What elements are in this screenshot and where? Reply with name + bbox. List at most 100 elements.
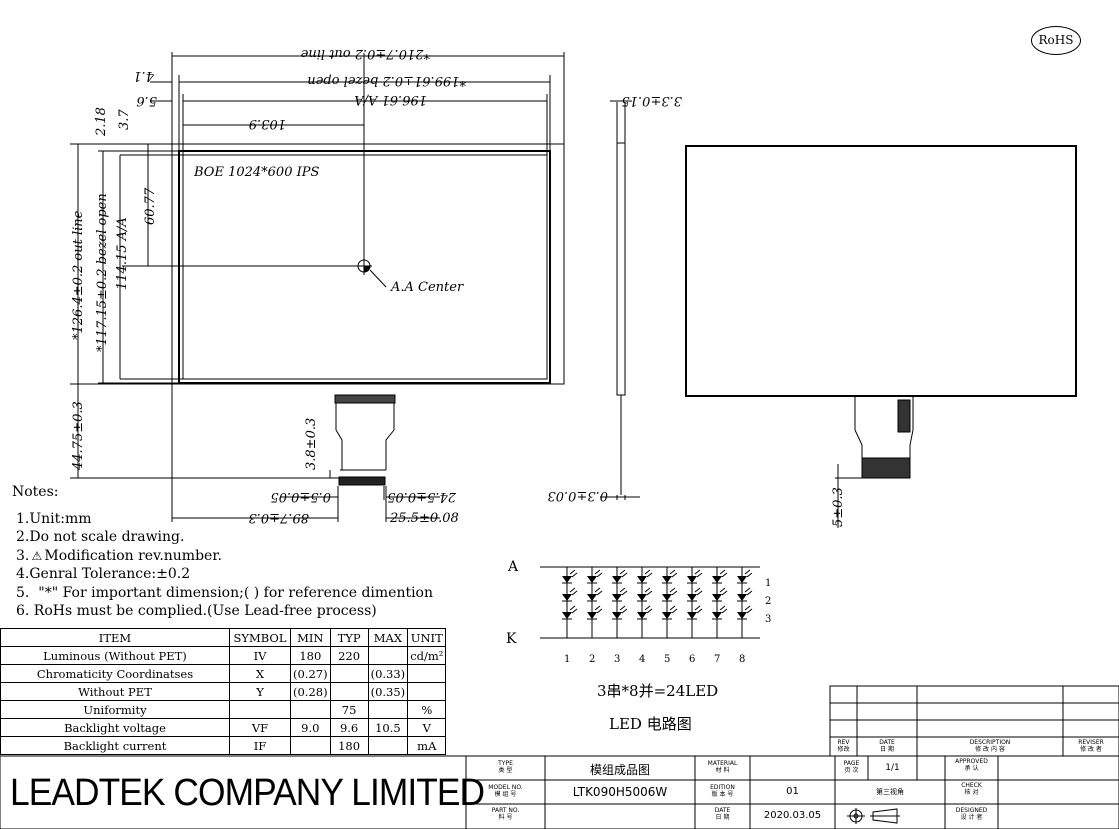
- led-row-label: 2: [765, 596, 771, 607]
- projection-label: 第三视角: [876, 788, 904, 796]
- led-diode-icon: [587, 594, 597, 601]
- spec-item: Uniformity: [0, 700, 230, 719]
- model-value: LTK090H5006W: [572, 785, 668, 799]
- led-emission-arrow: [569, 569, 578, 578]
- check-label: CHECK 核 对: [961, 782, 982, 796]
- dim-bezel-height: *117.15±0.2 bezel open: [95, 193, 110, 352]
- spec-typ: [329, 682, 369, 701]
- reviser-label: REVISER 修 改 者: [1078, 739, 1104, 753]
- led-emission-arrow: [619, 605, 628, 614]
- led-column-label: 6: [689, 654, 695, 665]
- spec-max: [367, 736, 409, 755]
- header-min: MIN: [290, 628, 331, 647]
- spec-item: Backlight current: [0, 736, 230, 755]
- led-diode-icon: [712, 576, 722, 583]
- approved-label: APPROVED 承 认: [955, 758, 988, 772]
- fpc-contacts: [338, 476, 386, 486]
- dim-fpc-length: 44.75±0.3: [71, 401, 86, 471]
- module-outline: [171, 143, 565, 385]
- led-column-label: 8: [739, 654, 745, 665]
- led-emission-arrow: [644, 605, 653, 614]
- dim-bezel-width: *199.61±0.2 bezel open: [307, 73, 466, 88]
- led-diode-icon: [662, 612, 672, 619]
- spec-symbol: X: [229, 664, 291, 683]
- spec-max: [367, 646, 409, 665]
- edition-label: EDITION 版 本 号: [710, 784, 735, 798]
- spec-typ: [329, 664, 369, 683]
- dim-stiffener: 5±0.3: [831, 487, 846, 527]
- spec-row: Backlight voltage VF 9.0 9.6 10.5 V: [0, 718, 447, 737]
- spec-header-row: ITEM SYMBOL MIN TYP MAX UNIT: [0, 628, 447, 647]
- aa-center-label: A.A Center: [390, 280, 464, 295]
- spec-unit: [407, 682, 447, 701]
- spec-table: ITEM SYMBOL MIN TYP MAX UNIT Luminous (W…: [0, 628, 447, 755]
- panel-label: BOE 1024*600 IPS: [193, 165, 319, 180]
- led-diode-icon: [637, 612, 647, 619]
- dim-aa-height: 114.15 A/A: [115, 217, 130, 290]
- spec-typ: 180: [329, 736, 369, 755]
- spec-unit: mA: [407, 736, 447, 755]
- spec-row: Uniformity 75 %: [0, 700, 447, 719]
- led-emission-arrow: [644, 587, 653, 596]
- led-diode-icon: [737, 576, 747, 583]
- led-column-label: 7: [714, 654, 720, 665]
- led-diode-icon: [562, 576, 572, 583]
- part-label: PART NO. 料 号: [491, 807, 520, 821]
- led-emission-arrow: [719, 569, 728, 578]
- spec-symbol: VF: [229, 718, 291, 737]
- model-label: MODEL NO. 模 组 号: [488, 784, 523, 798]
- dim-outline-height: *126.4±0.2 out line: [71, 210, 86, 340]
- led-diode-icon: [612, 612, 622, 619]
- led-diode-icon: [612, 594, 622, 601]
- note-6: 6. RoHs must be complied.(Use Lead-free …: [16, 603, 377, 619]
- spec-max: (0.35): [367, 682, 409, 701]
- dim-center-y: 60.77: [143, 187, 158, 225]
- led-diode-icon: [687, 576, 697, 583]
- led-diode-icon: [587, 612, 597, 619]
- dim-4-1: 4.1: [133, 68, 155, 83]
- led-row-label: 3: [765, 614, 771, 625]
- led-diode-icon: [562, 612, 572, 619]
- spec-row: Chromaticity Coordinatses X (0.27) (0.33…: [0, 664, 447, 683]
- dim-center-x: 103.9: [249, 116, 286, 131]
- led-diode-icon: [637, 594, 647, 601]
- led-column-label: 5: [664, 654, 670, 665]
- spec-symbol: Y: [229, 682, 291, 701]
- spec-item: Without PET: [0, 682, 230, 701]
- led-column-label: 3: [614, 654, 620, 665]
- company-name: LEADTEK COMPANY LIMITED: [10, 772, 485, 814]
- dim-fpc-contact: 3.8±0.3: [304, 418, 319, 470]
- led-emission-arrow: [719, 587, 728, 596]
- spec-row: Backlight current IF 180 mA: [0, 736, 447, 755]
- dim-3-7: 3.7: [117, 109, 132, 130]
- description-label: DESCRIPTION 修 改 内 容: [969, 739, 1011, 753]
- type-value: 模组成品图: [589, 763, 650, 777]
- fpc-stiffener: [334, 394, 396, 404]
- spec-min: (0.27): [290, 664, 331, 683]
- note-2: 2.Do not scale drawing.: [16, 529, 185, 545]
- spec-symbol: [229, 700, 291, 719]
- spec-min: 180: [290, 646, 331, 665]
- led-diode-icon: [662, 594, 672, 601]
- notes-title: Notes:: [12, 484, 59, 500]
- header-symbol: SYMBOL: [229, 628, 291, 647]
- spec-min: 9.0: [290, 718, 331, 737]
- dim-thickness: 3.3±0.15: [621, 93, 682, 108]
- led-emission-arrow: [594, 569, 603, 578]
- date-label: DATE 日 期: [714, 807, 731, 821]
- led-cathode-label: K: [506, 631, 517, 647]
- led-emission-arrow: [694, 587, 703, 596]
- led-emission-arrow: [669, 605, 678, 614]
- led-column-label: 4: [639, 654, 645, 665]
- led-emission-arrow: [669, 587, 678, 596]
- material-label: MATERIAL 材 料: [707, 760, 738, 774]
- header-item: ITEM: [0, 628, 230, 647]
- led-emission-arrow: [719, 605, 728, 614]
- spec-symbol: IV: [229, 646, 291, 665]
- date-value: 2020.03.05: [763, 810, 822, 821]
- dim-aa-width: 196.61 A/A: [354, 92, 427, 107]
- led-emission-arrow: [569, 605, 578, 614]
- note-1: 1.Unit:mm: [16, 510, 92, 527]
- spec-item: Luminous (Without PET): [0, 646, 230, 665]
- led-diode-icon: [587, 576, 597, 583]
